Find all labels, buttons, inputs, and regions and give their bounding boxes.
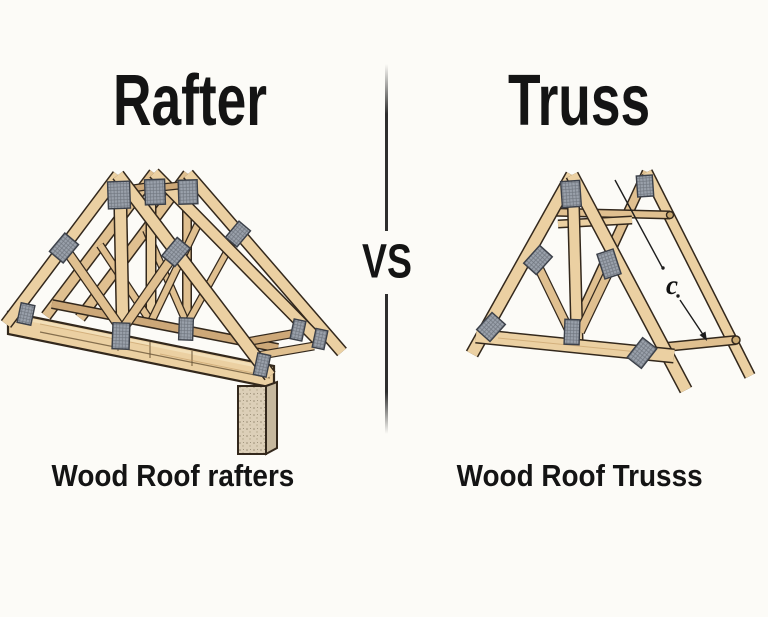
- left-title-text: Rafter: [113, 61, 267, 141]
- right-caption: Wood Roof Trusss: [420, 458, 740, 494]
- dimension-label: c: [666, 270, 678, 300]
- purlins: [547, 207, 675, 229]
- truss-illustration: c: [465, 169, 756, 394]
- vs-label: VS: [362, 235, 412, 289]
- gusset-plates: [475, 174, 658, 370]
- left-caption-text: Wood Roof rafters: [51, 458, 295, 493]
- dimension-line-lower: [679, 299, 705, 337]
- right-title: Truss: [409, 61, 749, 141]
- front-truss: [0, 170, 276, 381]
- left-title: Rafter: [20, 61, 360, 141]
- divider-line-top: [385, 64, 388, 231]
- dimension-arrowhead: [699, 331, 707, 341]
- gusset-plates: [16, 178, 329, 378]
- support-post: [237, 380, 278, 456]
- front-frame: [465, 171, 693, 394]
- left-caption: Wood Roof rafters: [13, 458, 333, 494]
- rafter-illustration: [0, 168, 347, 456]
- right-caption-text: Wood Roof Trusss: [457, 458, 703, 493]
- dimension-line-upper: [614, 179, 663, 268]
- right-title-text: Truss: [507, 61, 651, 141]
- dimension-annotation: c: [614, 179, 707, 341]
- divider-line-bottom: [385, 294, 388, 434]
